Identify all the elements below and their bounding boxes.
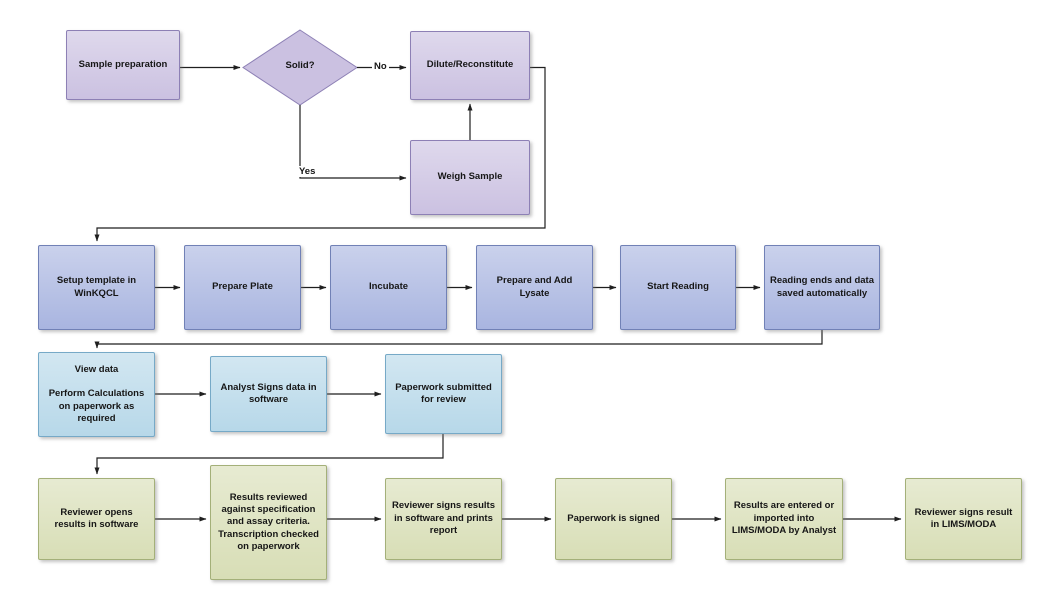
node-reviewer-opens-results: Reviewer opens results in software [38,478,155,560]
edge-label-yes: Yes [297,166,318,178]
node-results-entered-lims-moda: Results are entered or imported into LIM… [725,478,843,560]
node-incubate: Incubate [330,245,447,330]
edge-dilute-to-row2 [94,66,546,242]
node-view-data-perform-calculations: View data Perform Calculations on paperw… [38,352,155,437]
edge-row3-to-row4 [94,434,444,475]
node-reviewer-signs-prints-report: Reviewer signs results in software and p… [385,478,502,560]
node-weigh-sample: Weigh Sample [410,140,530,215]
node-reading-ends-data-saved: Reading ends and data saved automaticall… [764,245,880,330]
decision-solid-label: Solid? [285,60,315,71]
edge-label-no: No [372,61,389,73]
node-sample-preparation: Sample preparation [66,30,180,100]
node-prepare-add-lysate: Prepare and Add Lysate [476,245,593,330]
node-paperwork-submitted-review: Paperwork submitted for review [385,354,502,434]
edge-decision-yes-to-weigh [299,105,407,181]
node-setup-template-winkqcl: Setup template in WinKQCL [38,245,155,330]
node-reviewer-signs-lims-moda: Reviewer signs result in LIMS/MODA [905,478,1022,560]
node-dilute-reconstitute: Dilute/Reconstitute [410,31,530,100]
node-paperwork-signed: Paperwork is signed [555,478,672,560]
node-prepare-plate: Prepare Plate [184,245,301,330]
node-results-reviewed-criteria: Results reviewed against specification a… [210,465,327,580]
node-analyst-signs-data: Analyst Signs data in software [210,356,327,432]
node-start-reading: Start Reading [620,245,736,330]
edge-row2-to-row3 [94,330,823,349]
